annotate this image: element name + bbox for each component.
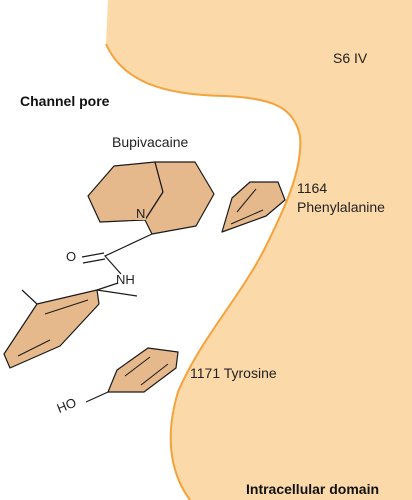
oxygen-atom-label: O — [66, 249, 77, 264]
phenylalanine-name-label: Phenylalanine — [297, 199, 385, 215]
phenylalanine-ring — [221, 181, 286, 233]
nitrogen-atom-label: N — [135, 206, 147, 221]
tyrosine-hydroxyl-bond — [85, 391, 109, 403]
phenylalanine-ring-inner-bond — [236, 188, 257, 213]
tyrosine-label: 1171 Tyrosine — [190, 365, 277, 381]
amide-nh-label: NH — [116, 272, 135, 287]
phenylalanine-ring-inner-bond — [230, 209, 264, 225]
membrane-segment-shape — [106, 0, 412, 500]
dimethylphenyl-inner-bond — [17, 299, 89, 357]
intracellular-domain-label: Intracellular domain — [246, 481, 380, 497]
phenylalanine-number-label: 1164 — [297, 180, 328, 196]
amide-to-aryl-bond — [96, 282, 119, 291]
membrane-edge-line — [105, 43, 302, 500]
amide-bonds — [81, 233, 153, 275]
methyl-group-bonds — [21, 289, 138, 305]
tyrosine-ring — [107, 347, 179, 393]
segment-label: S6 IV — [333, 50, 368, 66]
bupivacaine-second-ring — [144, 161, 215, 235]
channel-pore-label: Channel pore — [20, 93, 110, 109]
bupivacaine-label: Bupivacaine — [112, 134, 189, 150]
tyrosine-inner-bond — [124, 356, 169, 386]
